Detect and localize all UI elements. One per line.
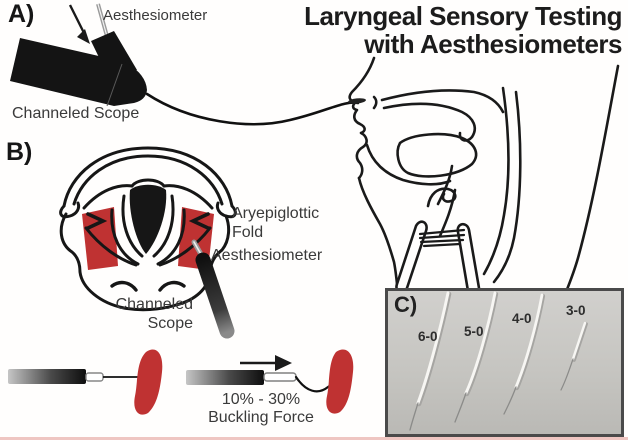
aesthesiometer-strand-3-0	[560, 321, 588, 391]
buckling-diagram-straight	[8, 349, 163, 415]
neck-front	[357, 176, 400, 296]
panel-a-label: A)	[8, 0, 35, 28]
gauge-label-4-0: 4-0	[512, 311, 532, 326]
scope-cable	[145, 92, 360, 126]
larynx-outline	[59, 146, 237, 312]
buckling-force-label: 10% - 30% Buckling Force	[208, 391, 314, 426]
tissue-blob-left	[134, 349, 163, 415]
panel-b-label: B)	[6, 138, 33, 166]
head-profile-illustration	[348, 56, 620, 298]
buckling-diagram-buckled	[186, 349, 354, 414]
aryepiglottic-fold-label: Aryepiglottic Fold	[232, 205, 320, 241]
face-profile	[348, 56, 376, 180]
gauge-label-5-0: 5-0	[464, 324, 484, 339]
cable-in-nostril	[348, 98, 366, 104]
aesthesiometer-strand-5-0	[454, 291, 499, 423]
gauge-label-6-0: 6-0	[418, 329, 438, 344]
tissue-blob-right	[326, 349, 354, 414]
palate-upper	[380, 89, 505, 114]
aesthesiometer-strand-4-0	[503, 293, 546, 415]
scope-shaft-b	[191, 239, 235, 339]
aesthesiometer-label-a: Aesthesiometer	[103, 7, 208, 24]
aesthesiometer-filament	[96, 3, 110, 41]
insertion-arrow-icon	[68, 4, 90, 44]
figure-bottom-edge	[0, 437, 628, 440]
aesthesiometer-label-b: Aesthesiometer	[211, 247, 323, 264]
panel-a-illustration	[10, 3, 360, 126]
glottis	[129, 184, 167, 254]
left-fold-arrow-icon	[86, 212, 108, 230]
channeled-scope-label-a: Channeled Scope	[12, 105, 140, 122]
aesthesiometer-tips-photo	[409, 291, 588, 431]
vocal-folds	[418, 228, 466, 248]
nostril	[372, 95, 378, 110]
scope-body	[10, 31, 147, 107]
neck-back	[564, 64, 620, 294]
panel-c-label: C)	[394, 292, 418, 317]
gauge-label-3-0: 3-0	[566, 303, 586, 318]
pharynx-wall	[482, 86, 510, 276]
channeled-scope-label-b: Channeled Scope	[115, 296, 193, 332]
aesthesiometer-strand-6-0	[409, 291, 452, 431]
figure-title: Laryngeal Sensory Testing with Aesthesio…	[304, 2, 622, 58]
tongue	[396, 132, 478, 178]
force-arrow-icon	[240, 355, 292, 371]
panel-c-photo: C) 6-0 5-0 4-0 3-0	[385, 288, 624, 437]
tongue-base	[436, 164, 454, 206]
spine-front	[492, 90, 522, 284]
right-fold-arrow-icon	[188, 212, 210, 230]
fold-pointer-icons	[86, 212, 210, 230]
thyroid-cartilage	[395, 220, 428, 294]
panel-b-illustration	[59, 146, 237, 339]
fold-highlight-left	[82, 207, 118, 270]
figure-title-line2: with Aesthesiometers	[364, 29, 622, 59]
figure-title-line1: Laryngeal Sensory Testing	[304, 1, 622, 31]
jaw-inner	[365, 143, 452, 186]
